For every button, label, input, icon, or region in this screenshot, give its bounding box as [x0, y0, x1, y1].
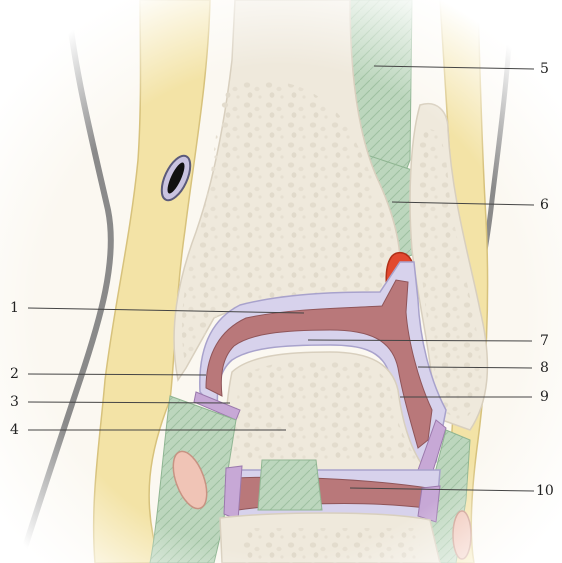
label-7: 7 [540, 333, 549, 349]
label-6: 6 [540, 197, 549, 213]
label-3: 3 [10, 394, 19, 410]
label-5: 5 [540, 61, 549, 77]
label-1: 1 [10, 300, 19, 316]
label-4: 4 [10, 422, 19, 438]
label-8: 8 [540, 360, 549, 376]
label-10: 10 [536, 483, 554, 499]
label-9: 9 [540, 389, 549, 405]
label-2: 2 [10, 366, 19, 382]
